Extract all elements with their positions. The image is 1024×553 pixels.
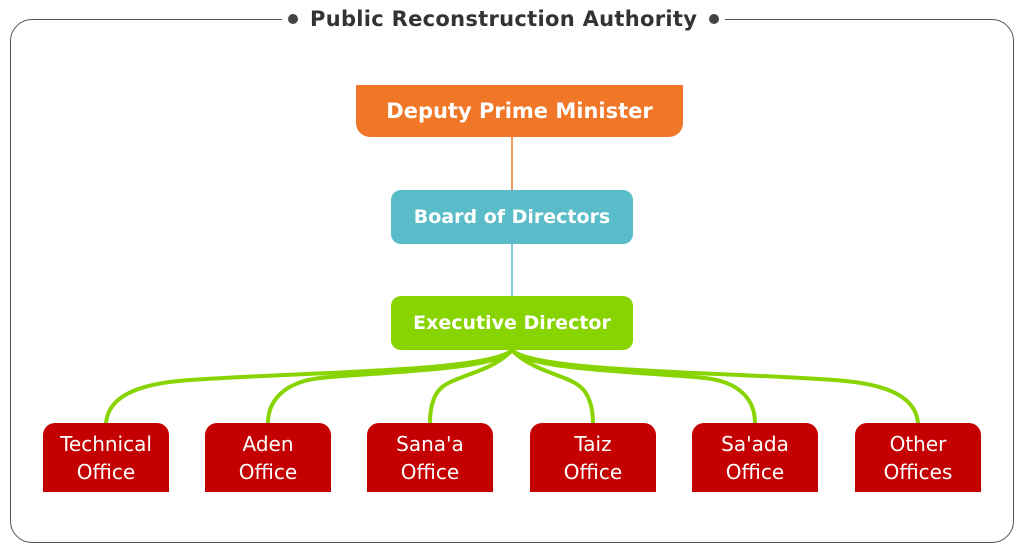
title-left-dot <box>288 14 298 24</box>
node-taiz-office: Taiz Office <box>530 423 656 492</box>
title-bar: Public Reconstruction Authority <box>282 3 726 35</box>
connector-exec-other <box>510 348 920 425</box>
title-right-dot <box>709 14 720 24</box>
node-sanaa-office: Sana'a Office <box>367 423 493 492</box>
connector-exec-sanaa <box>428 348 514 425</box>
office-label-line2: Office <box>76 459 136 484</box>
office-label-line2: Office <box>238 459 298 484</box>
connector-exec-aden <box>266 348 514 425</box>
node-saada-office: Sa'ada Office <box>692 423 818 492</box>
node-deputy-prime-minister: Deputy Prime Minister <box>356 85 683 137</box>
office-label-line2: Offices <box>883 459 953 484</box>
node-aden-office: Aden Office <box>205 423 331 492</box>
office-label-line1: Taiz <box>574 431 612 456</box>
office-label-line1: Technical <box>60 431 152 456</box>
office-label-line2: Office <box>563 459 623 484</box>
office-label-line2: Office <box>725 459 785 484</box>
connector-exec-saada <box>510 348 757 425</box>
node-technical-office: Technical Office <box>43 423 169 492</box>
connector-exec-taiz <box>510 348 595 425</box>
node-executive-director: Executive Director <box>391 296 633 350</box>
office-label-line1: Sa'ada <box>721 431 789 456</box>
node-other-offices: Other Offices <box>855 423 981 492</box>
office-label-line2: Office <box>400 459 460 484</box>
office-label-line1: Aden <box>242 431 294 456</box>
connector-exec-technical <box>104 348 514 425</box>
office-label-line1: Sana'a <box>396 431 464 456</box>
diagram-title: Public Reconstruction Authority <box>310 7 698 31</box>
office-label-line1: Other <box>889 431 947 456</box>
node-board-of-directors: Board of Directors <box>391 190 633 244</box>
